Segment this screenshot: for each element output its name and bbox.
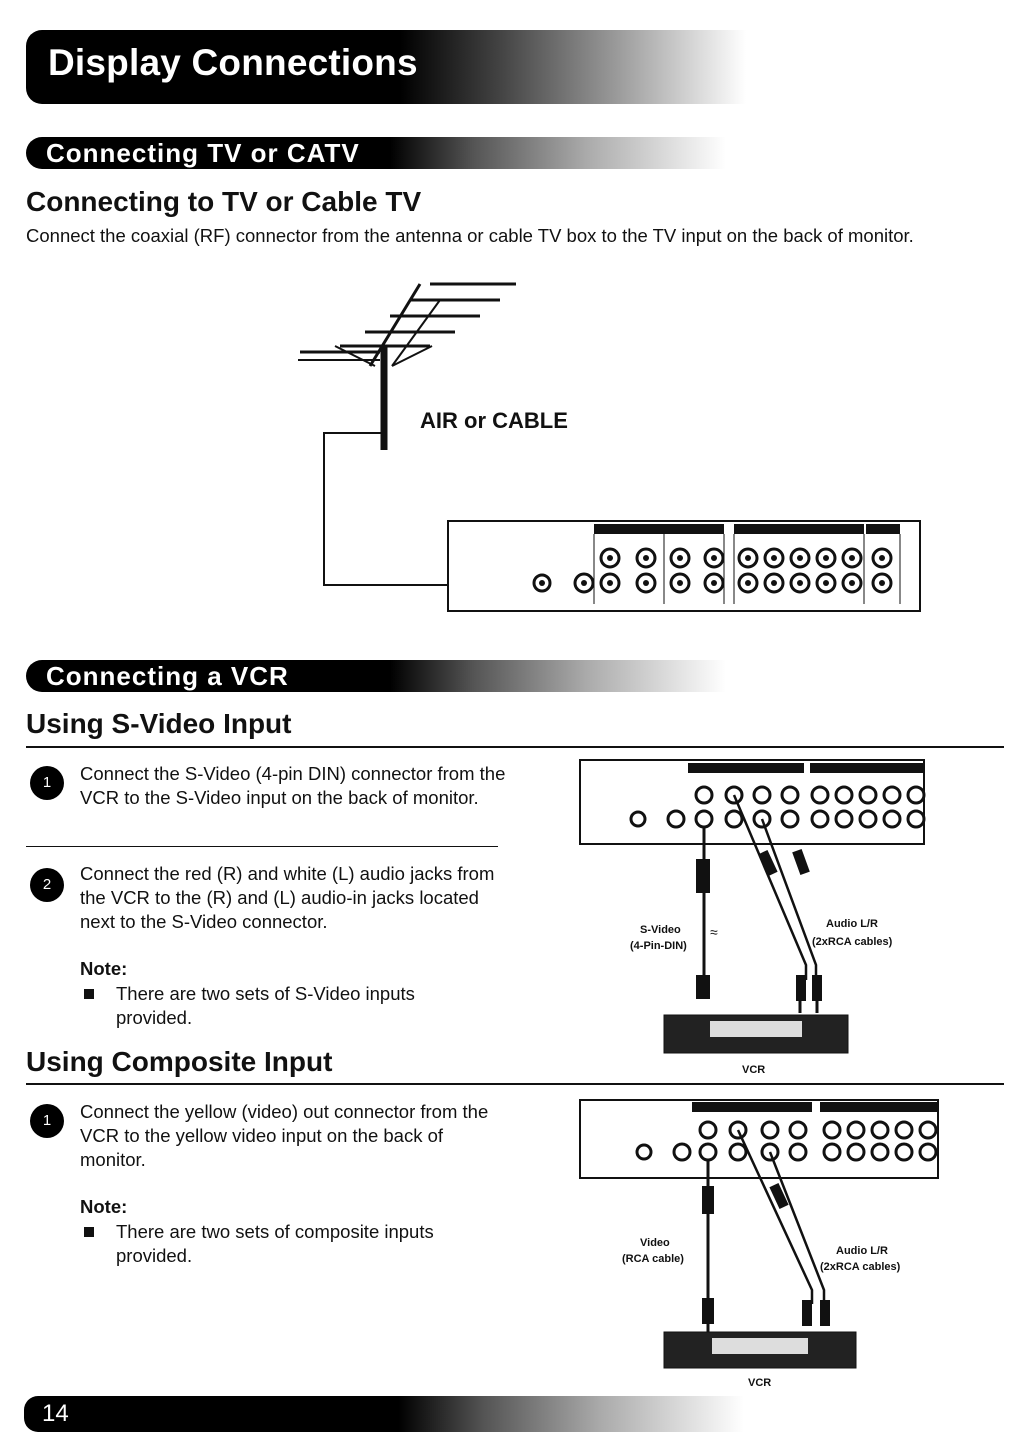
bullet-icon [84, 1227, 94, 1237]
step-number: 2 [30, 868, 64, 902]
section-title-vcr: Connecting a VCR [46, 661, 289, 691]
step-number: 1 [30, 1104, 64, 1138]
footer-bar [24, 1396, 744, 1432]
antenna-label: AIR or CABLE [420, 408, 568, 433]
note-label: Note: [80, 1196, 128, 1217]
composite-note-text: There are two sets of composite inputs p… [116, 1221, 434, 1266]
divider [26, 746, 1004, 748]
video-cable-label-sub: (RCA cable) [622, 1253, 684, 1265]
svideo-step2-text: Connect the red (R) and white (L) audio … [80, 863, 495, 932]
section-bar-vcr [26, 660, 726, 692]
divider [26, 846, 498, 847]
svideo-diagram: ≈ S-Video (4-Pin-DIN) Audio L/R (2xRCA c… [579, 759, 926, 1076]
section-title-tv: Connecting TV or CATV [46, 138, 360, 168]
note-label: Note: [80, 958, 128, 979]
vcr-label: VCR [748, 1377, 771, 1389]
heading-composite: Using Composite Input [26, 1046, 333, 1077]
composite-step1-text: Connect the yellow (video) out connector… [80, 1101, 489, 1170]
antenna-diagram: AIR or CABLE [298, 282, 921, 612]
audio-cable-label: Audio L/R [836, 1245, 888, 1257]
audio-cable-label-sub: (2xRCA cables) [812, 936, 893, 948]
svideo-cable-label: S-Video [640, 924, 681, 936]
svideo-step1-text: Connect the S-Video (4-pin DIN) connecto… [80, 763, 506, 808]
section-bar-tv [26, 137, 726, 169]
page-title: Display Connections [48, 42, 418, 83]
composite-diagram: Video (RCA cable) Audio L/R (2xRCA cable… [579, 1099, 939, 1389]
svideo-cable-label-sub: (4-Pin-DIN) [630, 940, 687, 952]
monitor-back-panel [579, 1099, 939, 1179]
coax-cable [323, 432, 520, 586]
vcr-label: VCR [742, 1064, 765, 1076]
audio-cable-label-sub: (2xRCA cables) [820, 1261, 901, 1273]
heading-svideo: Using S-Video Input [26, 708, 292, 739]
svideo-note-text: There are two sets of S-Video inputs pro… [116, 983, 415, 1028]
heading-tv-cable: Connecting to TV or Cable TV [26, 186, 422, 217]
svg-text:≈: ≈ [710, 924, 718, 940]
bullet-icon [84, 989, 94, 999]
tv-description: Connect the coaxial (RF) connector from … [26, 225, 914, 246]
page-number: 14 [42, 1400, 69, 1427]
audio-cable-label: Audio L/R [826, 918, 878, 930]
step-number: 1 [30, 766, 64, 800]
divider [26, 1083, 1004, 1085]
header-banner [26, 30, 746, 104]
video-cable-label: Video [640, 1237, 670, 1249]
